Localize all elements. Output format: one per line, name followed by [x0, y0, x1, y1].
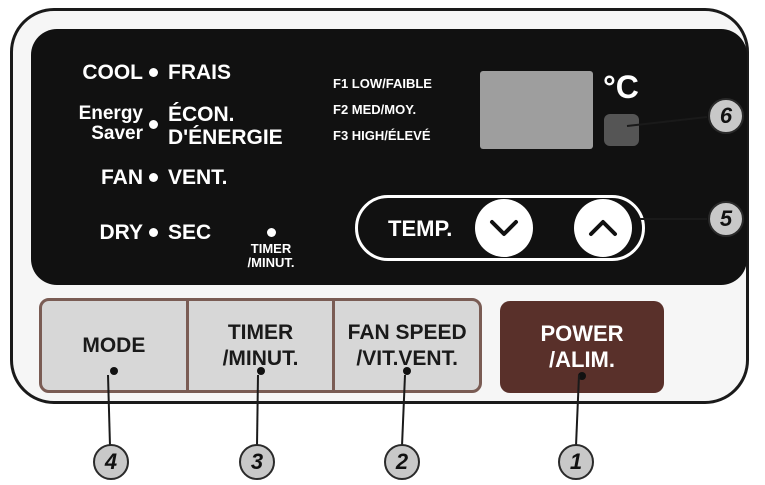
timer-indicator — [267, 228, 276, 237]
callout-line-2 — [401, 374, 406, 447]
mode-button-dot — [109, 367, 118, 375]
callout-2: 2 — [384, 444, 420, 480]
energy-saver-indicator — [149, 120, 158, 129]
callout-4: 4 — [93, 444, 129, 480]
mode-label-fan: FAN — [101, 166, 143, 189]
fan-speed-button[interactable]: FAN SPEED /VIT.VENT. — [332, 301, 479, 390]
callout-line-1 — [575, 374, 580, 447]
power-button-label: POWER /ALIM. — [540, 320, 624, 372]
mode-label-energy-saver: Energy Saver — [78, 103, 143, 144]
timer-indicator-label: TIMER /MINUT. — [247, 241, 295, 270]
power-button[interactable]: POWER /ALIM. — [500, 301, 664, 393]
callout-line-3 — [256, 374, 259, 447]
temperature-display — [480, 71, 593, 149]
fan-level-3: F3 HIGH/ÉLEVÉ — [333, 128, 431, 143]
timer-button-label: TIMER /MINUT. — [222, 321, 299, 370]
mode-label-cool-fr: FRAIS — [168, 61, 231, 84]
callout-1: 1 — [558, 444, 594, 480]
power-button-dot — [578, 372, 586, 380]
timer-button[interactable]: TIMER /MINUT. — [185, 301, 333, 390]
mode-button[interactable]: MODE — [42, 301, 186, 390]
function-buttons: MODE TIMER /MINUT. FAN SPEED /VIT.VENT. — [39, 298, 482, 393]
mode-label-dry: DRY — [99, 221, 143, 244]
fan-indicator — [149, 173, 158, 182]
callout-5: 5 — [708, 201, 744, 237]
callout-6: 6 — [708, 98, 744, 134]
chevron-up-icon — [589, 220, 617, 236]
celsius-unit: °C — [603, 69, 639, 105]
fan-speed-button-dot — [403, 367, 412, 375]
celsius-indicator — [604, 114, 639, 146]
mode-label-fan-fr: VENT. — [168, 166, 228, 189]
temp-up-button[interactable] — [574, 199, 632, 257]
fan-level-2: F2 MED/MOY. — [333, 102, 417, 117]
temp-control — [355, 195, 645, 261]
timer-button-dot — [256, 367, 265, 375]
temp-label: TEMP. — [388, 216, 453, 241]
mode-label-energy-saver-fr: ÉCON. D'ÉNERGIE — [168, 103, 283, 150]
mode-label-dry-fr: SEC — [168, 221, 212, 244]
control-panel: COOL FRAIS Energy Saver ÉCON. D'ÉNERGIE … — [10, 8, 749, 404]
dry-indicator — [149, 228, 158, 237]
fan-speed-button-label: FAN SPEED /VIT.VENT. — [347, 321, 467, 370]
mode-label-cool: COOL — [82, 61, 143, 84]
callout-line-4 — [107, 374, 111, 447]
fan-level-1: F1 LOW/FAIBLE — [333, 76, 432, 91]
mode-button-label: MODE — [82, 333, 146, 357]
callout-3: 3 — [239, 444, 275, 480]
callout-line-6 — [626, 116, 708, 127]
chevron-down-icon — [490, 220, 518, 236]
temp-down-button[interactable] — [475, 199, 533, 257]
cool-indicator — [149, 68, 158, 77]
